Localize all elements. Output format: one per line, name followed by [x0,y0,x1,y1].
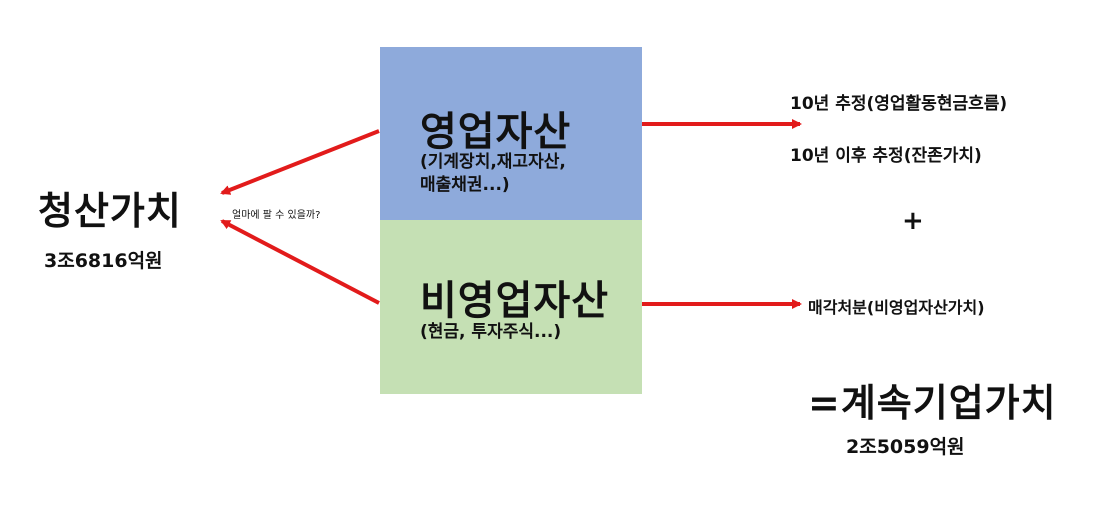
disposal-label: 매각처분(비영업자산가치) [808,298,985,317]
estimate-10y-label: 10년 추정(영업활동현금흐름) [790,94,1008,114]
non-operating-assets-title: 비영업자산 [420,278,609,324]
plus-sign: + [902,206,924,236]
going-concern-value-title: =계속기업가치 [808,381,1057,425]
estimate-after-10y-label: 10년 이후 추정(잔존가치) [790,146,982,166]
operating-assets-subtitle-line1: (기계장치,재고자산, [420,152,566,172]
non-operating-assets-box: 비영업자산 (현금, 투자주식...) [380,220,642,394]
liquidation-value-title: 청산가치 [38,189,182,233]
operating-assets-title: 영업자산 [420,109,572,155]
going-concern-value-amount: 2조5059억원 [846,436,965,458]
non-operating-assets-subtitle: (현금, 투자주식...) [420,322,562,342]
operating-assets-subtitle: (기계장치,재고자산, 매출채권...) [420,151,566,197]
operating-assets-subtitle-line2: 매출채권...) [420,175,510,195]
liquidation-value-amount: 3조6816억원 [44,250,163,272]
arrow-nonoperating-to-liquidation [220,219,380,305]
arrow-operating-to-liquidation [220,129,380,195]
operating-assets-box: 영업자산 (기계장치,재고자산, 매출채권...) [380,47,642,220]
sale-question-label: 얼마에 팔 수 있을까? [232,210,321,221]
